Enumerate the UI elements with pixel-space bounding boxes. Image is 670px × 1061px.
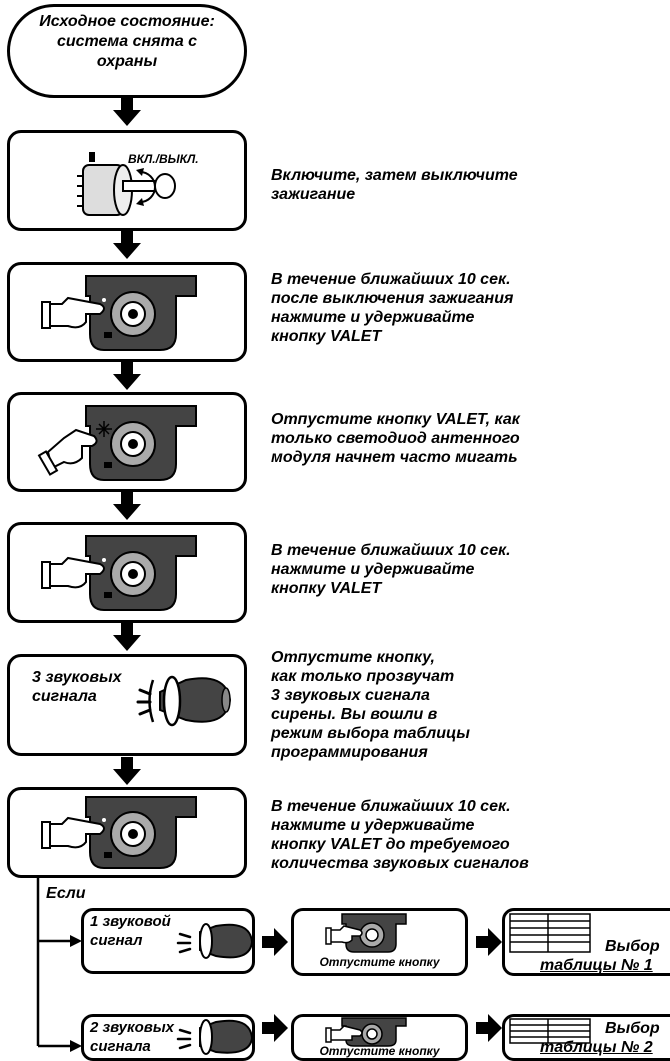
- branch-connector: [36, 878, 72, 1048]
- table-icon: [509, 913, 591, 953]
- step-5-text: Отпустите кнопку, как только прозвучат 3…: [271, 649, 470, 761]
- arrow-right-1b: [476, 928, 502, 956]
- released-hand-icon: [37, 428, 98, 476]
- antenna-module-icon: [341, 913, 407, 953]
- led-blink-icon: [96, 421, 112, 437]
- antenna-module-icon: [85, 535, 197, 611]
- branch-2-table: таблицы № 2: [540, 1039, 653, 1056]
- step-2-text: В течение ближайших 10 сек. после выключ…: [271, 271, 514, 345]
- arrow-down-4: [113, 492, 141, 520]
- branch-2-release-text: Отпустите кнопку: [319, 1044, 440, 1058]
- antenna-module-icon: [85, 275, 197, 351]
- branch-2-signal-label: 2 звуковых сигнала: [90, 1019, 174, 1055]
- arrow-down-2: [113, 231, 141, 259]
- hand-icon: [325, 925, 363, 945]
- arrow-right-2b: [476, 1014, 502, 1042]
- siren-icon: [136, 675, 232, 727]
- antenna-module-icon: [85, 796, 197, 869]
- step-3-text: Отпустите кнопку VALET, как только свето…: [271, 411, 520, 466]
- branch-arrowhead-2: [70, 1040, 82, 1052]
- arrow-down-3: [113, 362, 141, 390]
- pressing-hand-icon: [41, 556, 105, 589]
- branch-1-choose: Выбор: [605, 938, 660, 955]
- arrow-down-1: [113, 98, 141, 126]
- arrow-right-2a: [262, 1014, 288, 1042]
- pressing-hand-icon: [41, 816, 105, 849]
- step-4-text: В течение ближайших 10 сек. нажмите и уд…: [271, 542, 511, 597]
- step-1-text: Включите, затем выключите зажигание: [271, 167, 518, 203]
- siren-icon: [176, 1019, 254, 1055]
- arrow-right-1a: [262, 928, 288, 956]
- antenna-module-icon: [85, 405, 197, 481]
- siren-icon: [176, 923, 254, 959]
- step-6-text: В течение ближайших 10 сек. нажмите и уд…: [271, 798, 529, 872]
- hand-icon: [325, 1025, 363, 1043]
- key-icon: [122, 168, 176, 206]
- pressing-hand-icon: [41, 296, 105, 329]
- siren-signal-label: 3 звуковых сигнала: [32, 669, 122, 705]
- branch-arrowhead-1: [70, 935, 82, 947]
- branch-1-release-text: Отпустите кнопку: [319, 955, 440, 969]
- start-state-text: Исходное состояние: система снята с охра…: [39, 13, 215, 70]
- branch-1-table: таблицы № 1: [540, 957, 653, 974]
- arrow-down-6: [113, 757, 141, 785]
- arrow-down-5: [113, 623, 141, 651]
- start-state-box: [7, 4, 247, 98]
- branch-1-signal-label: 1 звуковой сигнал: [90, 913, 171, 949]
- table-icon: [509, 1018, 591, 1044]
- branch-2-choose: Выбор: [605, 1020, 660, 1037]
- if-label: Если: [46, 885, 86, 902]
- antenna-module-icon: [341, 1017, 407, 1047]
- ignition-key-label: ВКЛ./ВЫКЛ.: [128, 152, 199, 166]
